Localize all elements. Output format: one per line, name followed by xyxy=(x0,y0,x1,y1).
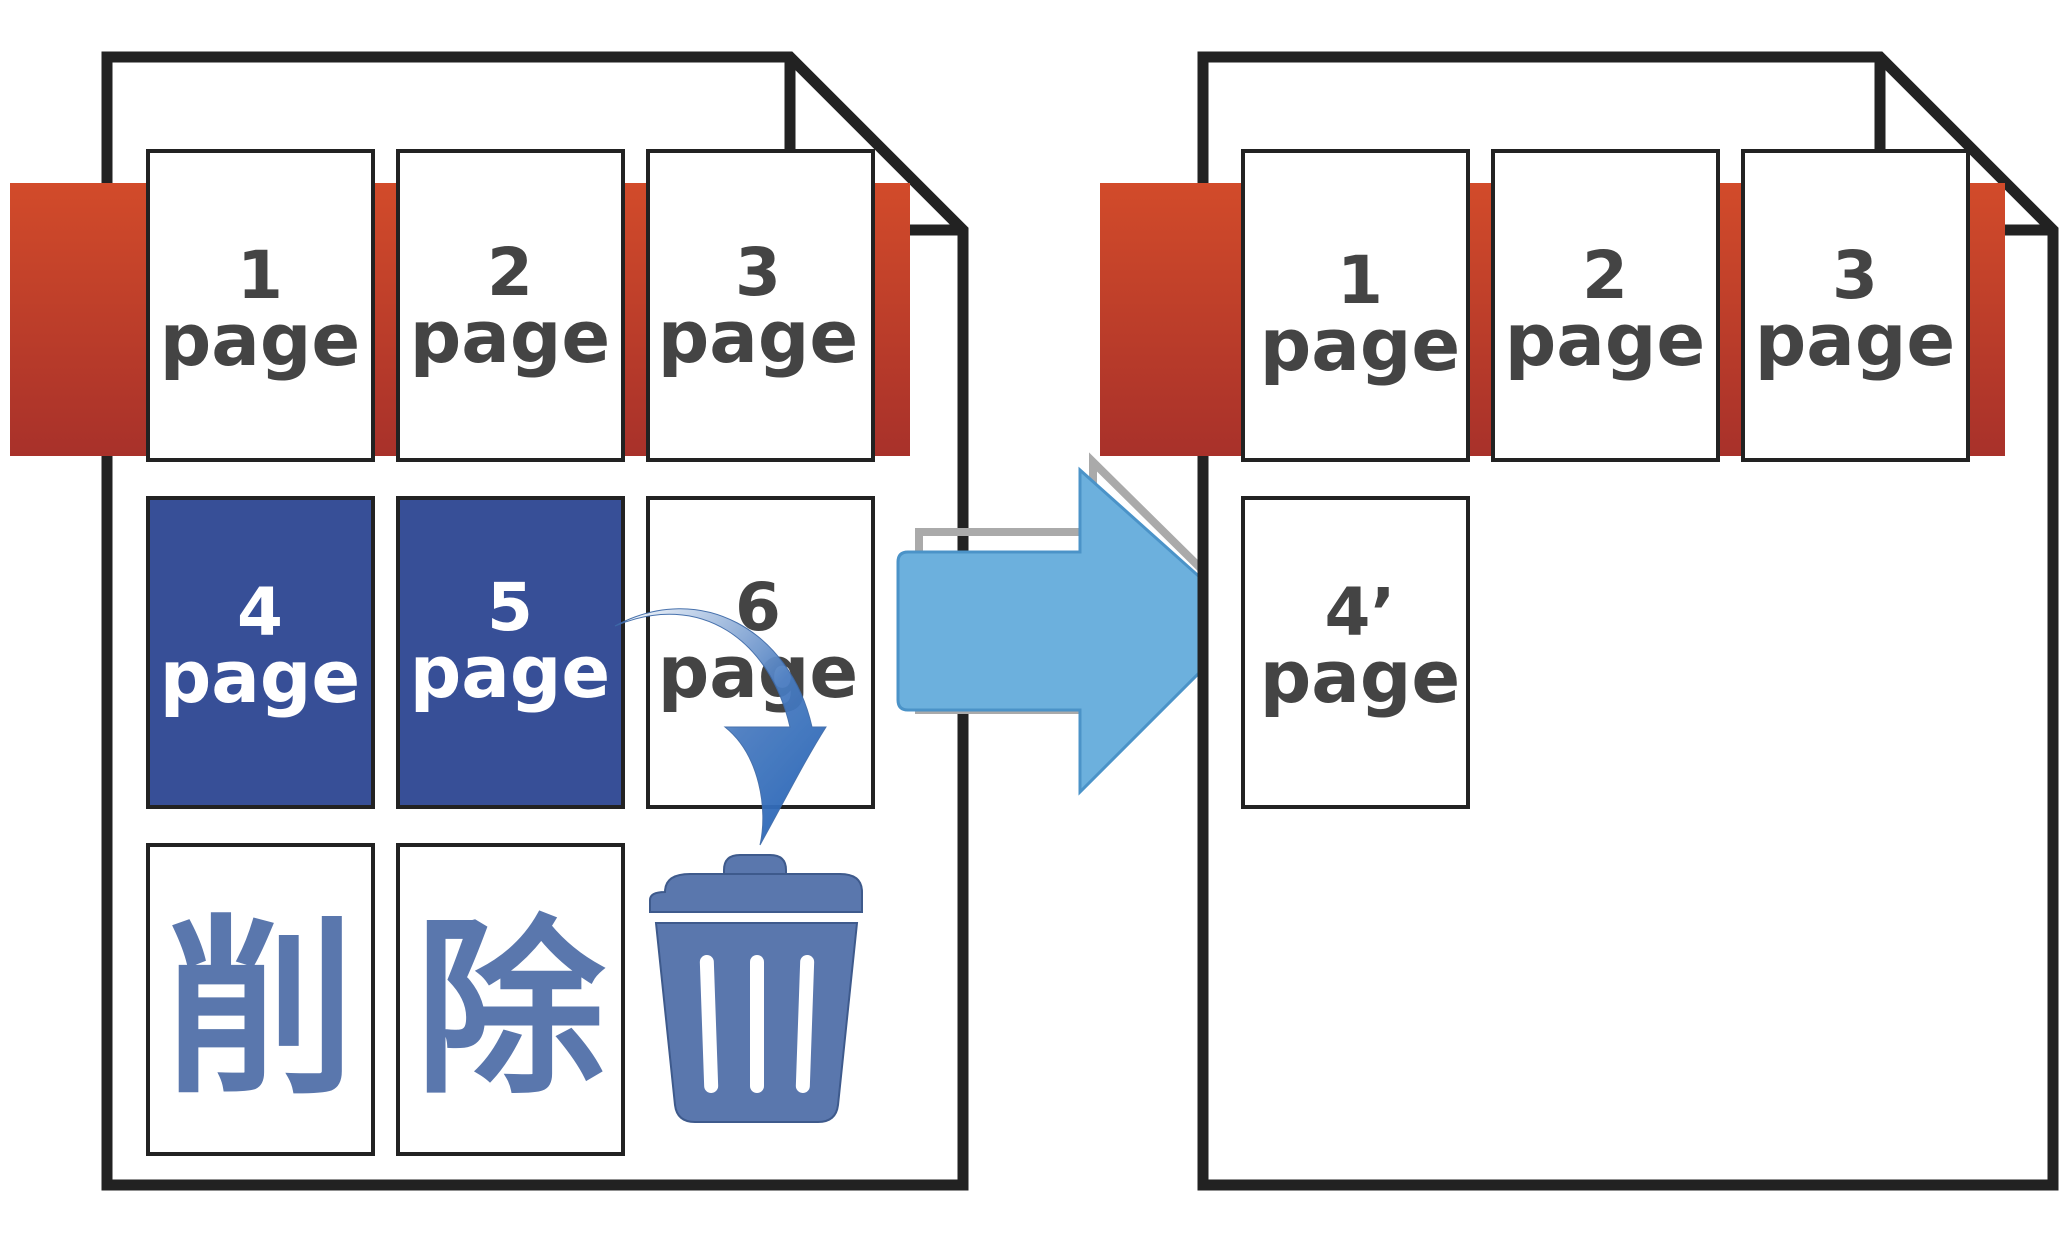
right-arrow-icon xyxy=(896,452,1257,796)
page-word: page xyxy=(160,298,361,382)
page-word: page xyxy=(658,295,859,379)
page-number: 3 xyxy=(735,234,781,311)
page-number: 3 xyxy=(1832,237,1878,314)
page-number: 2 xyxy=(1582,237,1628,314)
page-word: page xyxy=(1755,298,1956,382)
delete-label-char-1: 削 xyxy=(165,899,355,1120)
page-tile-1: 1 page xyxy=(146,149,375,462)
after-page-tile-1: 1 page xyxy=(1241,149,1470,462)
page-word: page xyxy=(1260,635,1461,719)
page-number: 5 xyxy=(487,569,533,646)
delete-label-tile-1: 削 xyxy=(146,843,375,1156)
page-number: 1 xyxy=(237,237,283,314)
page-tile-2: 2 page xyxy=(396,149,625,462)
after-page-tile-3: 3 page xyxy=(1741,149,1970,462)
page-word: page xyxy=(1260,303,1461,387)
delete-label-char-2: 除 xyxy=(415,899,606,1120)
page-number: 1 xyxy=(1337,242,1383,319)
page-tile-3: 3 page xyxy=(646,149,875,462)
page-word: page xyxy=(1505,298,1706,382)
after-page-tile-4: 4’ page xyxy=(1241,496,1470,809)
page-number: 4’ xyxy=(1325,574,1396,651)
page-tile-5-selected: 5 page xyxy=(396,496,625,809)
page-word: page xyxy=(160,635,361,719)
after-page-tile-2: 2 page xyxy=(1491,149,1720,462)
delete-label-tile-2: 除 xyxy=(396,843,625,1156)
page-word: page xyxy=(410,295,611,379)
curved-arrow-icon xyxy=(614,608,827,846)
page-tile-4-selected: 4 page xyxy=(146,496,375,809)
page-number: 2 xyxy=(487,234,533,311)
trash-can-icon xyxy=(649,854,863,1123)
page-number: 4 xyxy=(237,574,283,651)
page-word: page xyxy=(410,630,611,714)
